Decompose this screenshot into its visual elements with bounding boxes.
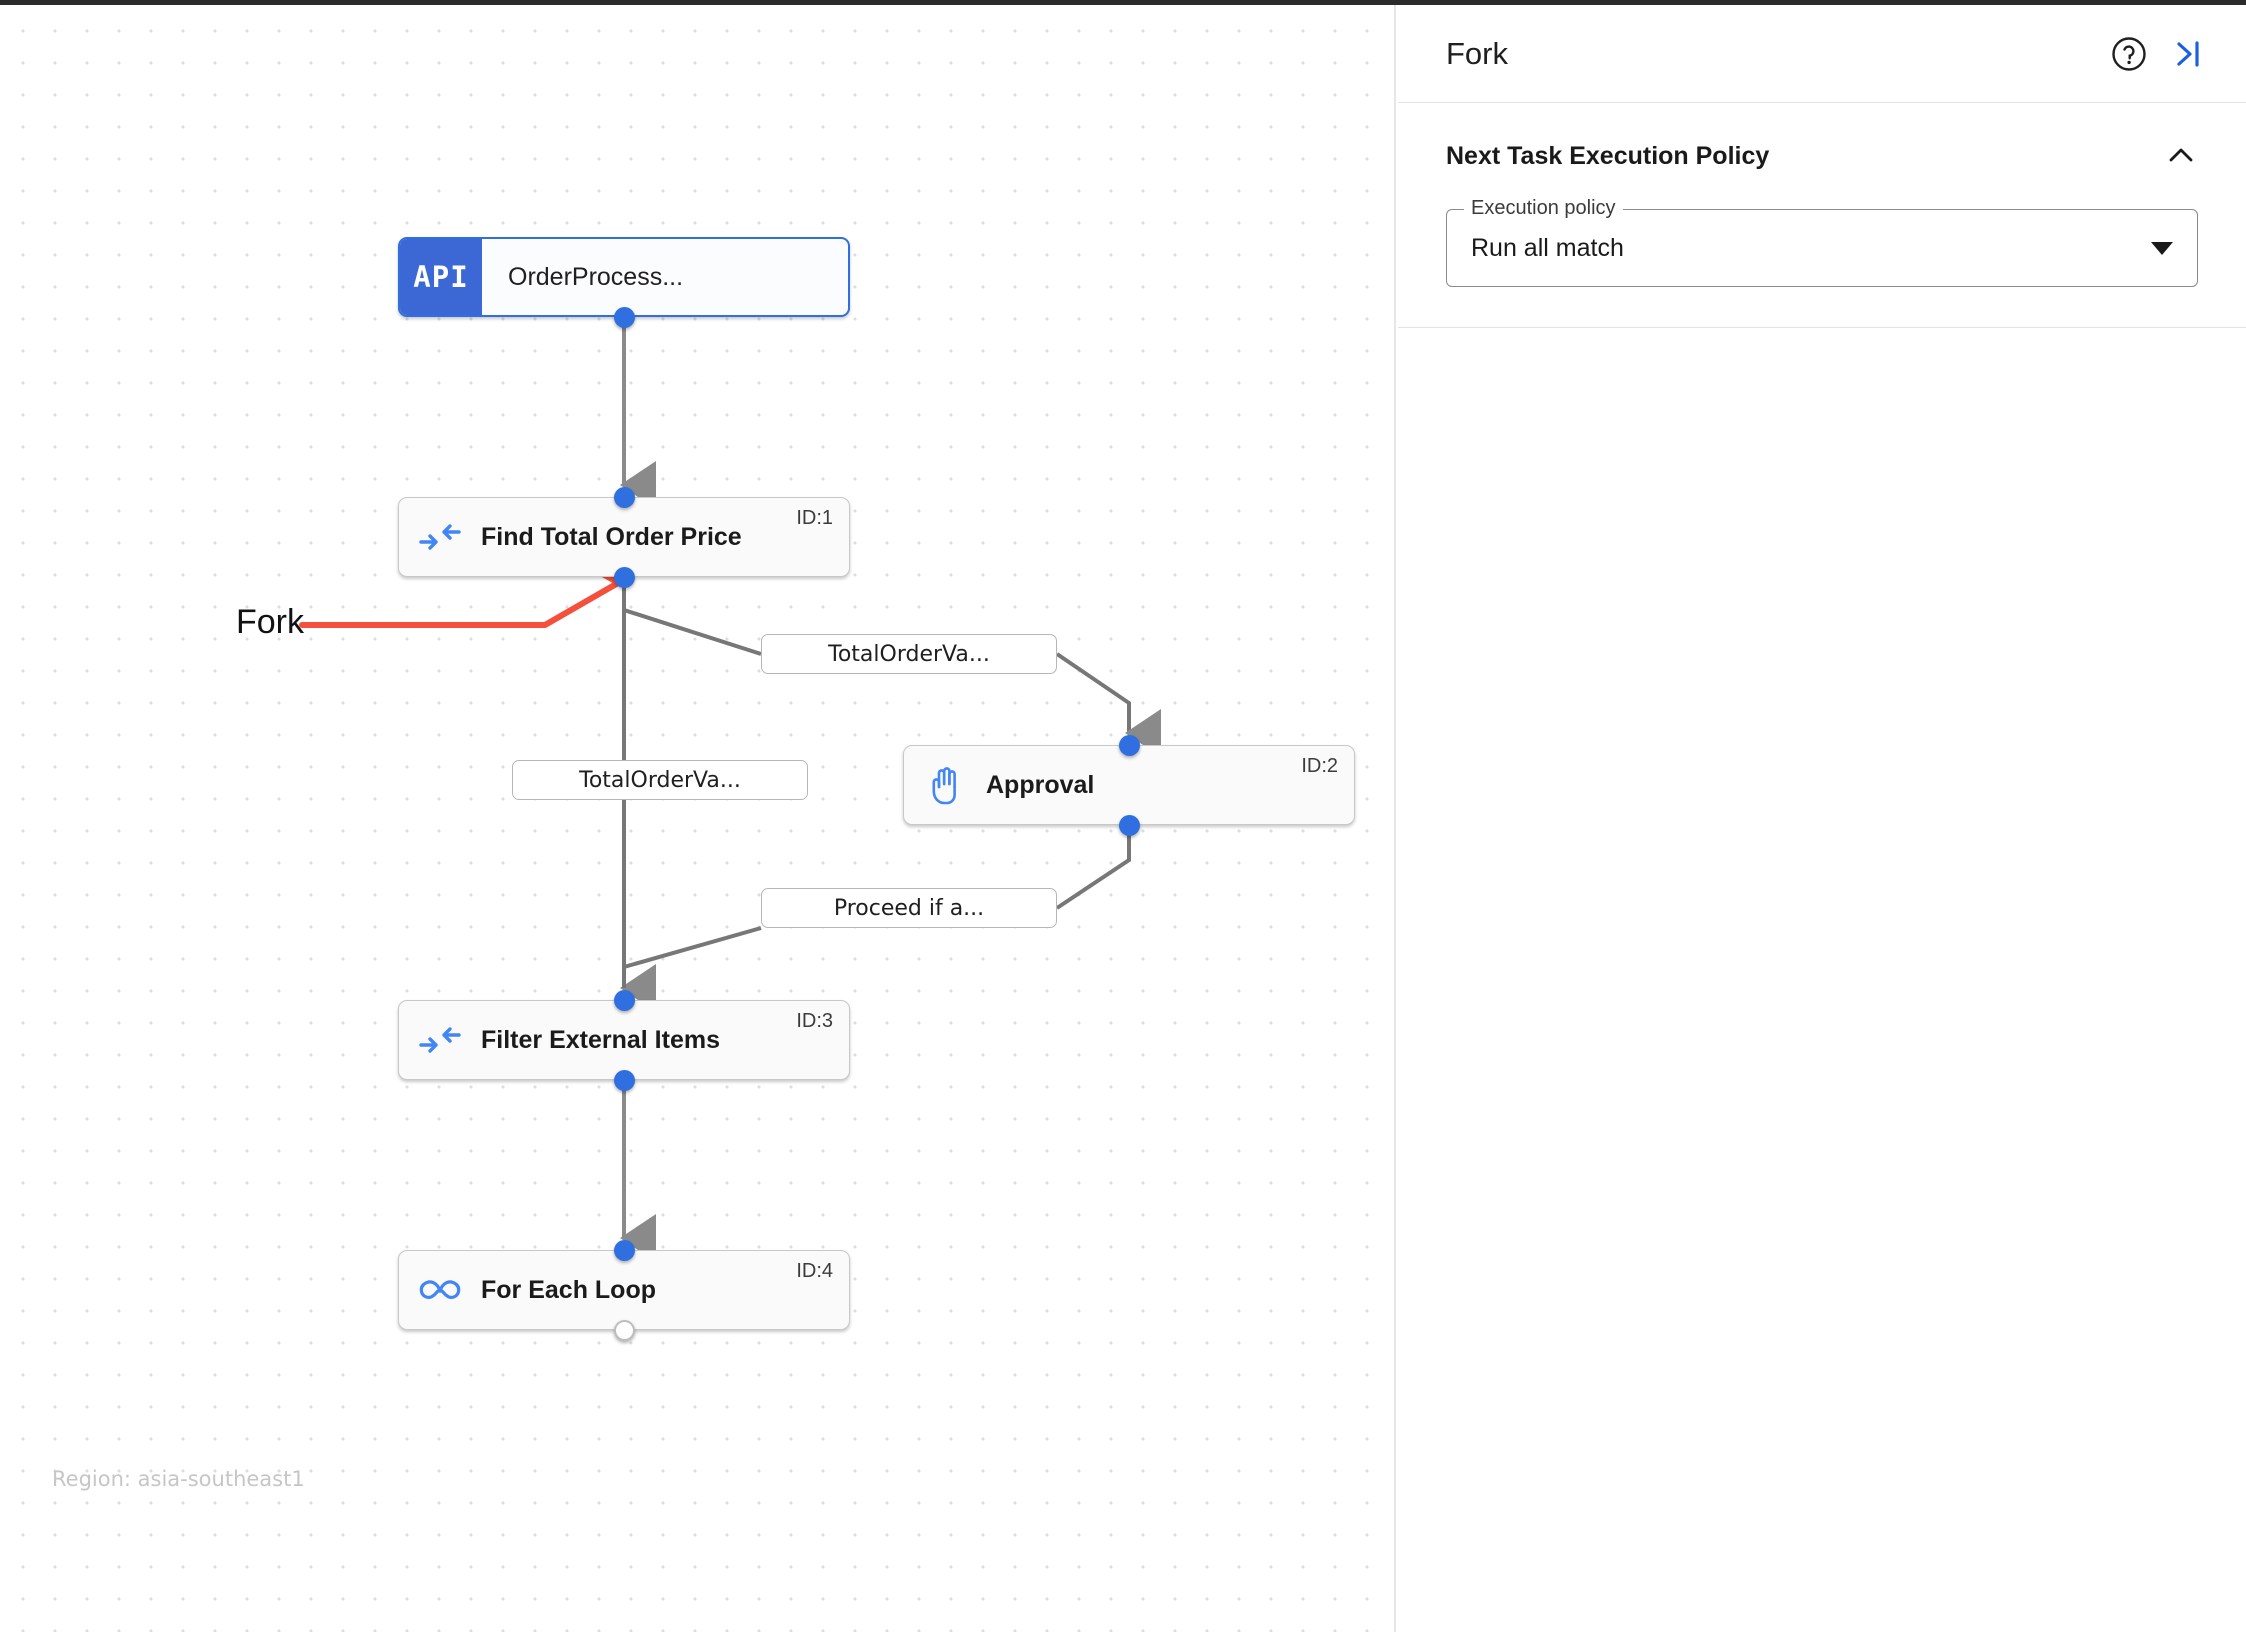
- dropdown-arrow-icon[interactable]: [2151, 241, 2173, 255]
- panel-header: Fork: [1398, 5, 2246, 103]
- node-label: Filter External Items: [481, 1025, 720, 1054]
- section-header[interactable]: Next Task Execution Policy: [1446, 139, 2198, 173]
- execution-policy-select[interactable]: Execution policy Run all match: [1446, 197, 2198, 287]
- infinity-icon: [399, 1251, 481, 1329]
- properties-panel: Fork Next Task Execution Policy: [1398, 5, 2246, 1632]
- chevron-up-icon[interactable]: [2164, 139, 2198, 173]
- collapse-right-icon[interactable]: [2164, 31, 2210, 77]
- execution-policy-value: Run all match: [1471, 233, 1624, 262]
- edge-label-fork-left[interactable]: TotalOrderVa...: [512, 760, 808, 800]
- edge-label-text: Proceed if a...: [833, 895, 985, 921]
- node-order-process[interactable]: API OrderProcess...: [398, 237, 850, 317]
- node-id-badge: ID:3: [796, 1010, 833, 1032]
- region-label: Region: asia-southeast1: [52, 1467, 305, 1491]
- fork-annotation-label: Fork: [236, 603, 304, 641]
- handle-id2-top[interactable]: [1119, 735, 1140, 756]
- node-label: Approval: [986, 770, 1095, 799]
- node-label: OrderProcess...: [508, 262, 684, 291]
- top-strip: [0, 0, 2246, 5]
- handle-id4-bottom[interactable]: [614, 1320, 635, 1341]
- help-circle-icon[interactable]: [2106, 31, 2152, 77]
- workflow-canvas[interactable]: Fork API OrderProcess... Find Total Orde…: [0, 5, 1396, 1632]
- section-title: Next Task Execution Policy: [1446, 141, 1770, 170]
- filter-compress-icon: [399, 498, 481, 576]
- node-for-each-loop[interactable]: For Each Loop ID:4: [398, 1250, 850, 1330]
- node-id-badge: ID:1: [796, 507, 833, 529]
- node-label: For Each Loop: [481, 1275, 656, 1304]
- handle-id4-top[interactable]: [614, 1240, 635, 1261]
- handle-id1-top[interactable]: [614, 487, 635, 508]
- node-id-badge: ID:2: [1301, 755, 1338, 777]
- handle-id3-top[interactable]: [614, 990, 635, 1011]
- edge-label-text: TotalOrderVa...: [579, 767, 741, 793]
- node-label: Find Total Order Price: [481, 522, 742, 551]
- node-id-badge: ID:4: [796, 1260, 833, 1282]
- edge-label-approval-out[interactable]: Proceed if a...: [761, 888, 1057, 928]
- node-filter-external-items[interactable]: Filter External Items ID:3: [398, 1000, 850, 1080]
- edge-label-text: TotalOrderVa...: [828, 641, 990, 667]
- execution-policy-label: Execution policy: [1464, 197, 1623, 220]
- handle-id3-bottom[interactable]: [614, 1070, 635, 1091]
- handle-root-bottom[interactable]: [614, 307, 635, 328]
- node-find-total-order-price[interactable]: Find Total Order Price ID:1: [398, 497, 850, 577]
- filter-compress-icon: [399, 1001, 481, 1079]
- panel-title: Fork: [1446, 35, 1508, 71]
- node-approval[interactable]: Approval ID:2: [903, 745, 1355, 825]
- edges-layer: [299, 317, 1161, 1262]
- handle-id2-bottom[interactable]: [1119, 815, 1140, 836]
- edge-label-fork-right[interactable]: TotalOrderVa...: [761, 634, 1057, 674]
- hand-icon: [904, 746, 986, 824]
- handle-id1-bottom-fork[interactable]: [614, 567, 635, 588]
- api-icon: API: [400, 239, 482, 315]
- next-task-execution-policy-section: Next Task Execution Policy Execution pol…: [1398, 103, 2246, 328]
